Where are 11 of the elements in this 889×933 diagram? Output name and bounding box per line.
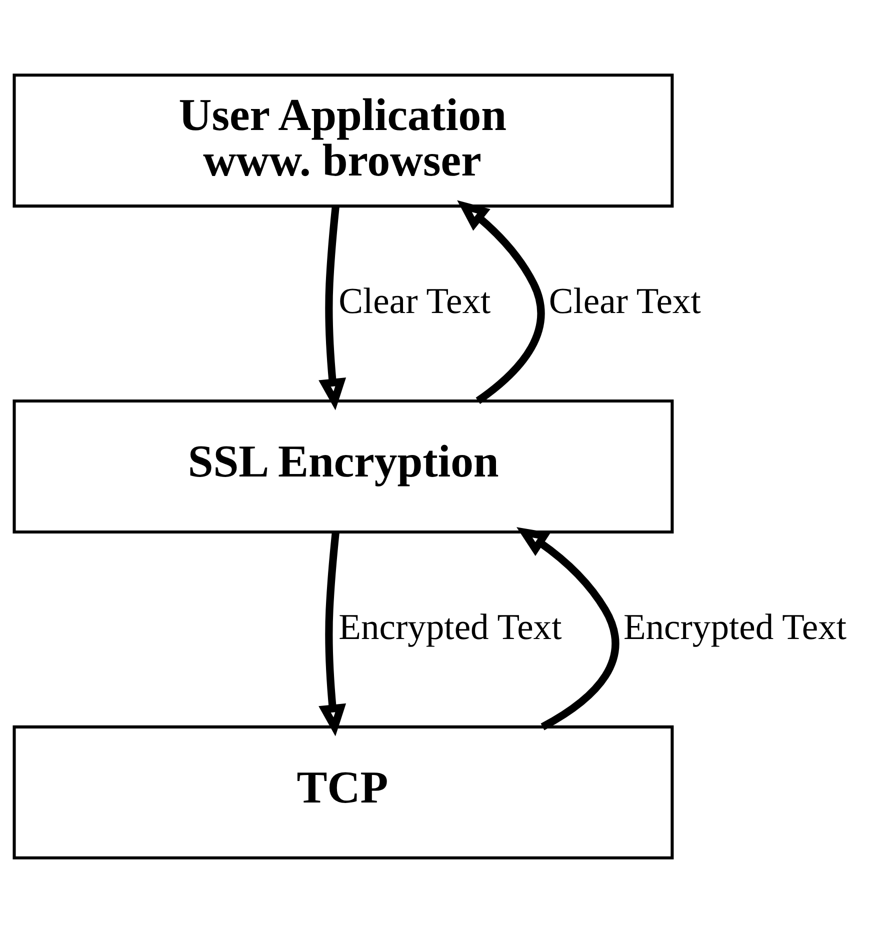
arrow [516, 527, 620, 730]
node-box: SSL Encryption [12, 399, 674, 534]
arrow [318, 206, 346, 410]
edge-label: Encrypted Text [338, 606, 562, 647]
edge-label: Clear Text [338, 280, 491, 321]
node-box: TCP [12, 725, 674, 860]
arrow [457, 200, 545, 404]
arrow [318, 532, 346, 736]
node-box: User Application www. browser [12, 74, 674, 208]
edge-label: Encrypted Text [623, 606, 847, 647]
edge-label: Clear Text [548, 280, 701, 321]
